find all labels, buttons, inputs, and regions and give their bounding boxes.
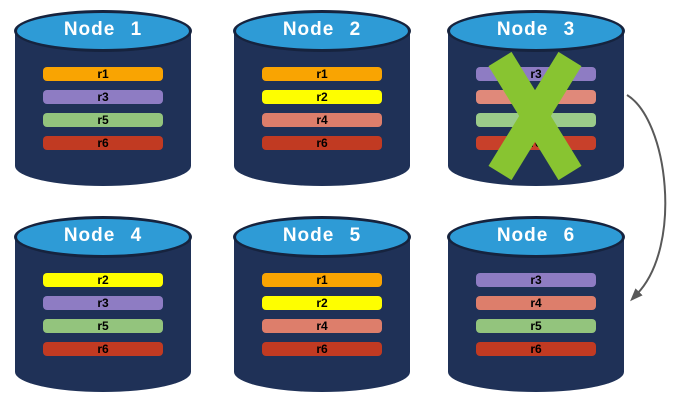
node-cylinder-2: Node 2 r1 r2 r4 r6 — [233, 10, 411, 186]
replica-bar: r4 — [476, 90, 596, 104]
node-title: Node 4 — [63, 225, 143, 246]
replica-bar: r4 — [262, 319, 382, 333]
node-title: Node 3 — [496, 19, 576, 40]
replica-list: r1 r2 r4 r6 — [262, 273, 382, 365]
cylinder-top: Node 3 — [447, 10, 625, 52]
cylinder-top: Node 1 — [14, 10, 192, 52]
replica-bar: r3 — [43, 296, 163, 310]
node-title: Node 2 — [282, 19, 362, 40]
replica-bar: r6 — [262, 342, 382, 356]
replica-bar: r1 — [262, 67, 382, 81]
node-title: Node 1 — [63, 19, 143, 40]
cylinder-body — [234, 31, 410, 186]
replica-bar: r3 — [43, 90, 163, 104]
cylinder-body — [234, 237, 410, 392]
cylinder-body — [448, 237, 624, 392]
cylinder-body — [15, 237, 191, 392]
replica-list: r2 r3 r5 r6 — [43, 273, 163, 365]
replica-list: r3 r4 r5 r6 — [476, 273, 596, 365]
replica-bar: r5 — [43, 113, 163, 127]
node-cylinder-3: Node 3 r3 r4 r5 r6 — [447, 10, 625, 186]
node-cylinder-5: Node 5 r1 r2 r4 r6 — [233, 216, 411, 392]
replica-bar: r5 — [476, 319, 596, 333]
replica-bar: r1 — [262, 273, 382, 287]
replica-bar: r1 — [43, 67, 163, 81]
replica-list: r1 r2 r4 r6 — [262, 67, 382, 159]
node-cylinder-1: Node 1 r1 r3 r5 r6 — [14, 10, 192, 186]
node-title: Node 6 — [496, 225, 576, 246]
cylinder-top: Node 4 — [14, 216, 192, 258]
cylinder-body — [15, 31, 191, 186]
node-cylinder-6: Node 6 r3 r4 r5 r6 — [447, 216, 625, 392]
replica-bar: r2 — [43, 273, 163, 287]
replica-list: r3 r4 r5 r6 — [476, 67, 596, 159]
replica-bar: r6 — [43, 342, 163, 356]
replica-bar: r4 — [262, 113, 382, 127]
replica-bar: r6 — [262, 136, 382, 150]
replica-bar: r5 — [476, 113, 596, 127]
replica-bar: r4 — [476, 296, 596, 310]
cylinder-top: Node 6 — [447, 216, 625, 258]
node-cylinder-4: Node 4 r2 r3 r5 r6 — [14, 216, 192, 392]
replica-bar: r6 — [476, 342, 596, 356]
replica-bar: r6 — [476, 136, 596, 150]
replica-bar: r3 — [476, 67, 596, 81]
cylinder-top: Node 2 — [233, 10, 411, 52]
replica-bar: r2 — [262, 296, 382, 310]
node-title: Node 5 — [282, 225, 362, 246]
replica-bar: r3 — [476, 273, 596, 287]
replica-bar: r6 — [43, 136, 163, 150]
replica-bar: r2 — [262, 90, 382, 104]
replica-list: r1 r3 r5 r6 — [43, 67, 163, 159]
replica-bar: r5 — [43, 319, 163, 333]
cylinder-top: Node 5 — [233, 216, 411, 258]
